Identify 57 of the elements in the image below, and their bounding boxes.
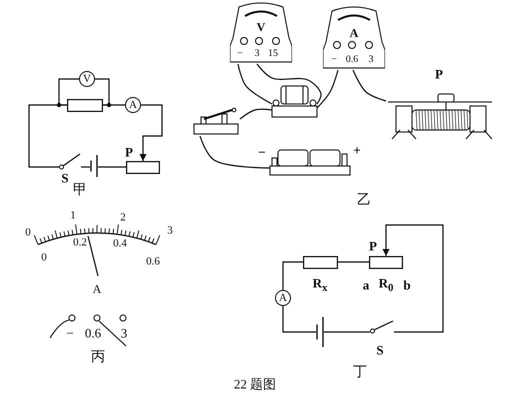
terminal-label: −	[66, 326, 74, 340]
wire	[338, 261, 369, 263]
terminal-label: 3	[120, 326, 128, 340]
wire	[58, 78, 79, 106]
meter-letter: V	[256, 21, 266, 33]
meter-letter: A	[92, 283, 102, 295]
component-label: P	[435, 68, 443, 80]
wire	[199, 136, 270, 169]
component-label: S	[376, 344, 384, 356]
wire	[382, 224, 444, 333]
scale-number: 3	[167, 226, 173, 236]
terminal-label: 0.6	[346, 55, 358, 65]
scale-number: 1	[70, 210, 76, 222]
scale-number: 0	[25, 228, 31, 238]
terminal-label: 3	[254, 49, 260, 59]
wire	[282, 306, 316, 333]
meter-letter: A	[350, 27, 358, 39]
figure-label: 甲	[73, 184, 87, 198]
figure-label: 乙	[357, 194, 371, 208]
component-label: b	[403, 278, 411, 292]
wire	[237, 64, 272, 105]
component-label: S	[61, 172, 69, 184]
component-label: P	[125, 146, 133, 158]
component-label: R$_{x}$	[312, 276, 328, 294]
scale-number: 0	[41, 252, 47, 264]
voltmeter-symbol: V	[79, 71, 95, 87]
wire	[352, 70, 386, 102]
wire	[316, 70, 339, 108]
wire	[28, 104, 67, 168]
figure-label: 丙	[91, 351, 105, 365]
component-label: +	[353, 144, 361, 156]
terminal-label: −	[237, 49, 243, 59]
scale-number: 2	[120, 212, 126, 224]
terminal-label: 0.6	[84, 326, 102, 340]
terminal-label: −	[331, 55, 337, 65]
ammeter-symbol: A	[275, 290, 291, 306]
component-label: −	[258, 146, 266, 158]
scale-number: 0.4	[113, 238, 127, 250]
component-label: a	[362, 278, 370, 292]
wire	[140, 104, 163, 161]
terminal-label: 15	[268, 49, 278, 59]
wire	[324, 331, 370, 333]
scale-number: 0.6	[146, 256, 160, 268]
wire	[98, 166, 126, 168]
wire	[81, 166, 90, 168]
wire	[282, 261, 303, 290]
scale-number: 0.2	[73, 238, 87, 248]
figure-label: 丁	[353, 366, 367, 380]
wire	[256, 64, 322, 104]
terminal-label: 3	[368, 55, 374, 65]
figure-caption: 22 题图	[234, 378, 276, 390]
component-label: R$_{0}$	[378, 276, 394, 294]
component-label: P	[369, 240, 377, 252]
wire	[95, 78, 110, 106]
ammeter-symbol: A	[125, 97, 141, 113]
wire	[240, 108, 272, 120]
wire	[103, 104, 125, 106]
